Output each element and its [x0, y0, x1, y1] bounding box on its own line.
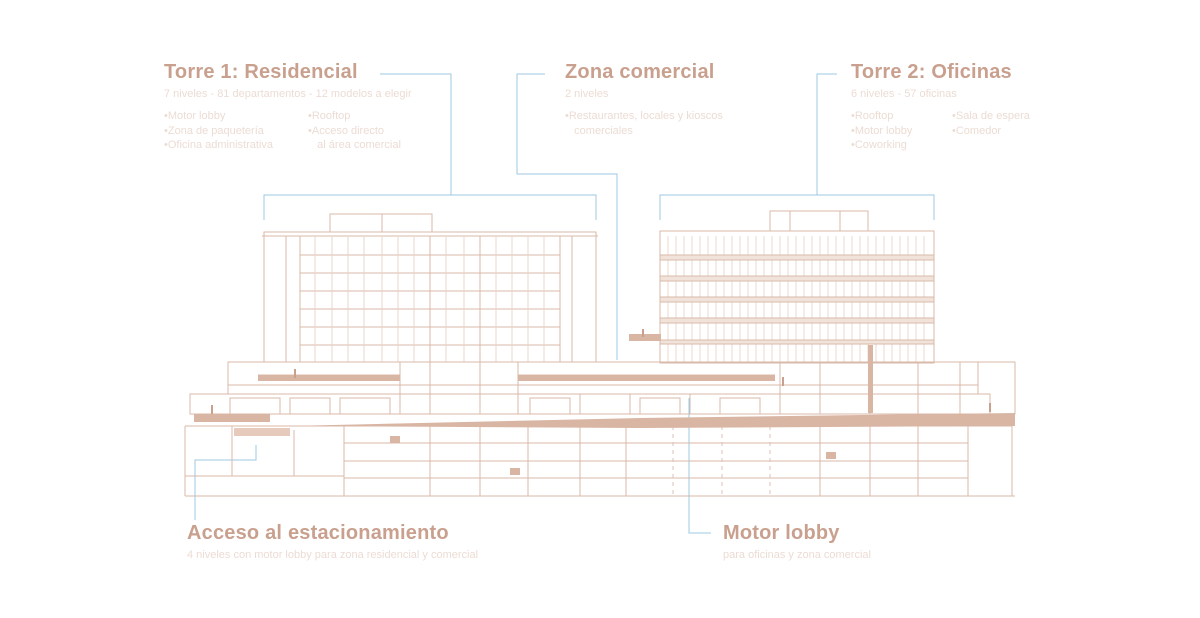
- torre1-rooftop: [329, 213, 433, 233]
- torre2-features-col2: Sala de espera Comedor: [952, 109, 1030, 138]
- ground-ramp: [290, 413, 1015, 428]
- estacionamiento-title: Acceso al estacionamiento: [187, 522, 449, 544]
- mast: [868, 345, 873, 413]
- people-figures: [211, 329, 991, 414]
- list-item: Sala de espera: [952, 109, 1030, 124]
- list-item-continuation: comerciales: [574, 124, 633, 137]
- torre1-features-col2: Rooftop Acceso directo al área comercial: [308, 109, 401, 153]
- torre1-features-col1: Motor lobby Zona de paquetería Oficina a…: [164, 109, 273, 153]
- torre2-rooftop: [769, 210, 869, 232]
- building-fills: [194, 334, 1015, 475]
- list-item: Motor lobby: [851, 124, 912, 139]
- leader-torre1: [263, 73, 597, 220]
- torre2-title: Torre 2: Oficinas: [851, 61, 1012, 83]
- list-item-continuation: al área comercial: [317, 139, 401, 151]
- list-item: Zona de paquetería: [164, 124, 273, 139]
- leader-torre2: [659, 73, 935, 220]
- zona-comercial-subtitle: 2 niveles: [565, 88, 609, 100]
- leader-estacionamiento: [194, 445, 257, 520]
- torre1-subtitle: 7 niveles - 81 departamentos - 12 modelo…: [164, 88, 412, 100]
- torre2-floor-bands: [659, 254, 935, 345]
- leader-lines: [194, 73, 935, 534]
- torre2-subtitle: 6 niveles - 57 oficinas: [851, 88, 957, 100]
- torre1-title: Torre 1: Residencial: [164, 61, 358, 83]
- zona-comercial-title: Zona comercial: [565, 61, 715, 83]
- list-item: Rooftop: [851, 109, 912, 124]
- motor-lobby-subtitle: para oficinas y zona comercial: [723, 549, 871, 561]
- motor-lobby-title: Motor lobby: [723, 522, 840, 544]
- list-item: Motor lobby: [164, 109, 273, 124]
- zona-comercial-features: Restaurantes, locales y kioscos comercia…: [565, 109, 723, 138]
- list-item: Comedor: [952, 124, 1030, 139]
- list-item: Oficina administrativa: [164, 138, 273, 153]
- torre2-features-col1: Rooftop Motor lobby Coworking: [851, 109, 912, 153]
- torre1-window-mullions: [314, 236, 545, 362]
- building-outline: [184, 210, 1016, 497]
- estacionamiento-subtitle: 4 niveles con motor lobby para zona resi…: [187, 549, 479, 561]
- entry-slab: [194, 414, 270, 422]
- parking-ramp-hatch: [234, 428, 290, 436]
- list-item: Coworking: [851, 138, 912, 153]
- list-item: Rooftop: [308, 109, 401, 124]
- leader-zona-comercial: [516, 73, 618, 360]
- torre1-floor-lines: [300, 254, 560, 346]
- list-item: Acceso directo: [308, 124, 401, 139]
- list-item: Restaurantes, locales y kioscos: [565, 109, 723, 124]
